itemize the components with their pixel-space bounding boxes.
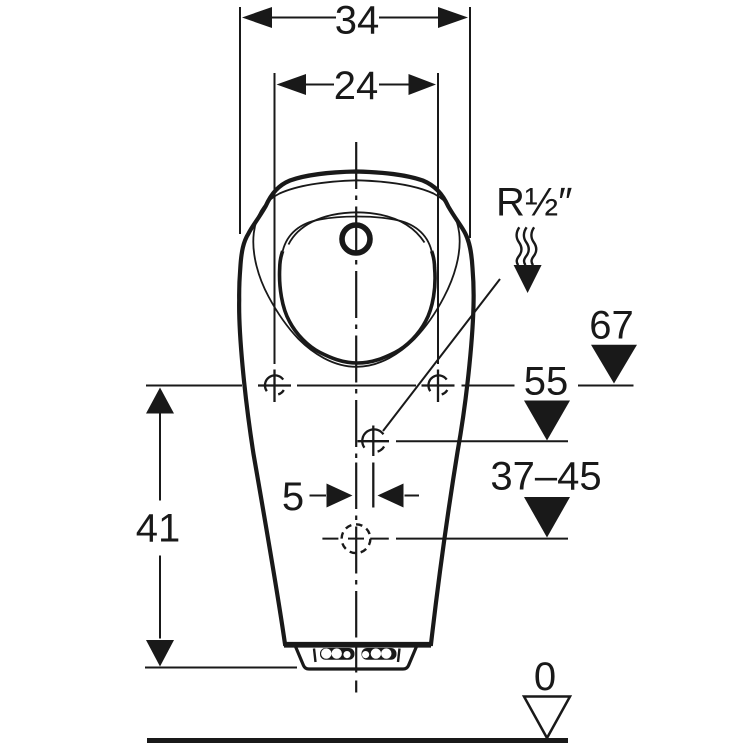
svg-text:41: 41 [136, 507, 181, 551]
svg-text:55: 55 [524, 359, 569, 403]
svg-text:37–45: 37–45 [490, 455, 601, 499]
svg-text:5: 5 [282, 475, 304, 519]
svg-text:24: 24 [334, 64, 379, 108]
svg-text:R½″: R½″ [496, 181, 572, 225]
svg-text:67: 67 [589, 304, 634, 348]
svg-text:34: 34 [335, 0, 380, 43]
svg-text:0: 0 [534, 655, 556, 699]
